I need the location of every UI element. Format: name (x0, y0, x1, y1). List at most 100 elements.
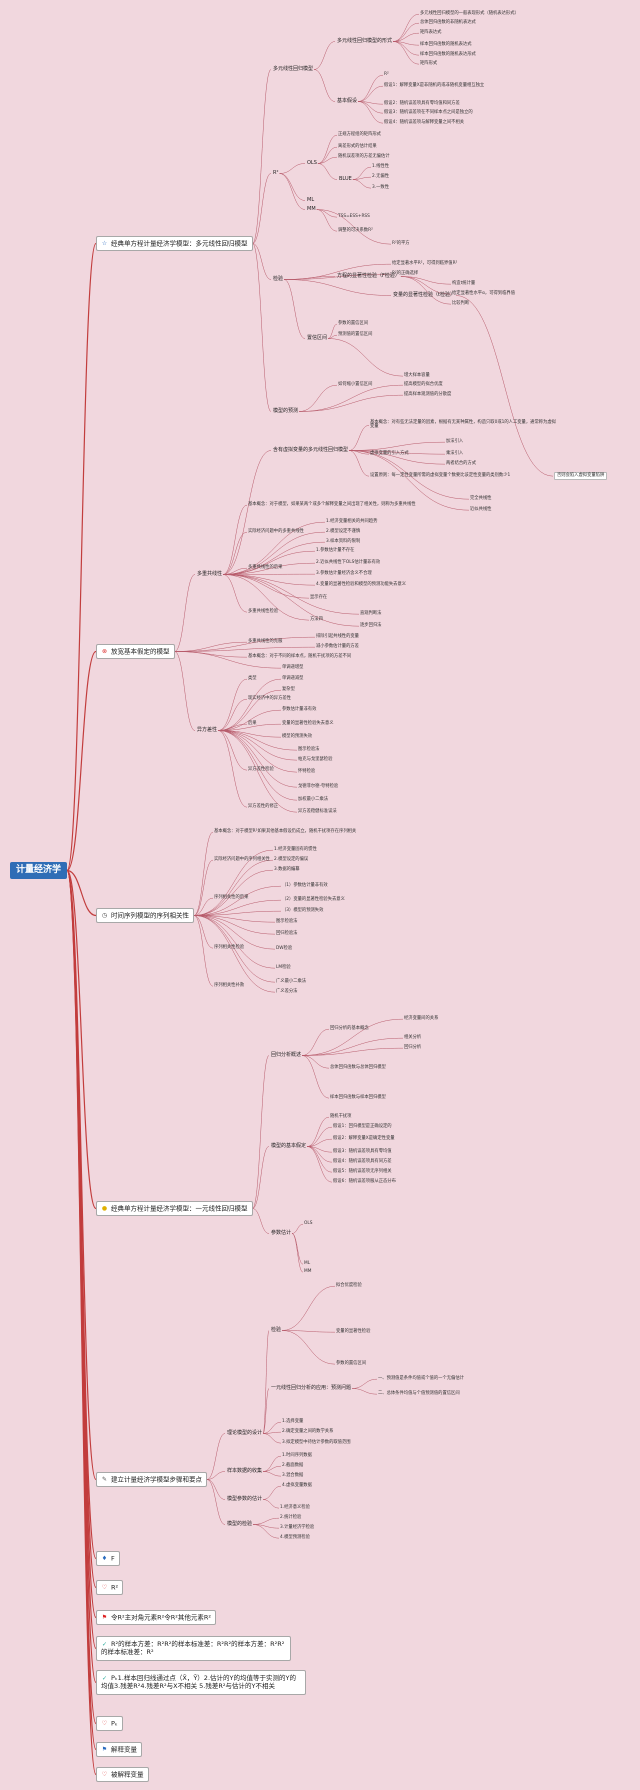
connector-line (223, 574, 310, 599)
node-multiple-regression-model[interactable]: 多元线性回归模型 (273, 66, 314, 72)
hetero-sub: 图示检验法 (298, 747, 320, 752)
connector-line (218, 730, 298, 761)
connector-line (193, 831, 214, 916)
connector-line (218, 730, 298, 801)
connector-line (223, 521, 326, 575)
est-item: OLS (304, 1221, 313, 1226)
node-model-assumptions[interactable]: 模型的基本假定 (271, 1143, 307, 1149)
node-regression-overview[interactable]: 回归分析概述 (271, 1052, 302, 1058)
node-model-check[interactable]: 模型的检验 (227, 1521, 253, 1527)
hetero-sub: 加权最小二乘法 (298, 797, 329, 802)
dummy-item: 设置原则：每一定性变量所需的虚拟变量个数要比该定性变量的类别数少1 (370, 473, 511, 478)
connector-line (263, 1431, 282, 1434)
connector-line (317, 156, 338, 164)
connector-line (263, 1433, 282, 1444)
branch-model-building-steps[interactable]: ✎建立计量经济学模型步骤和要点 (96, 1472, 207, 1487)
model-form-item: 多元线性回归模型的一般表现形式（随机表达形式） (420, 11, 519, 16)
branch-explanatory-variable[interactable]: ⚑解释变量 (96, 1742, 142, 1757)
root-node[interactable]: 计量经济学 (10, 862, 68, 879)
connector-line (217, 730, 248, 771)
hetero-sub: 异方差稳健标准误法 (298, 809, 337, 814)
connector-line (352, 179, 372, 189)
branch-r2[interactable]: ♡R² (96, 1580, 124, 1595)
connector-line (263, 1465, 282, 1472)
branch-pk[interactable]: ♡Pₖ (96, 1716, 123, 1731)
branch-relaxed-assumptions[interactable]: ⊗放宽基本假定的模型 (96, 644, 175, 659)
branch-explained-variable[interactable]: ♡被解释变量 (96, 1767, 149, 1782)
connector-line (253, 1517, 280, 1525)
node-r2[interactable]: R² (273, 170, 279, 176)
connector-line (393, 22, 420, 42)
branch-f[interactable]: ♦F (96, 1551, 120, 1566)
connector-line (223, 574, 360, 615)
f-item: TSS=ESS+RSS (338, 214, 370, 219)
connector-line (66, 650, 97, 872)
branch-ols-properties[interactable]: ✓Pₖ1.样本回归线通过点（X̄，Ȳ）2.估计的Y的均值等于实测的Y的均值3.残… (96, 1670, 306, 1695)
node-dummy-variable-model[interactable]: 含有虚拟变量的多元线性回归模型 (273, 447, 349, 453)
node-variable-significance[interactable]: 变量的显著性检验（t检验） (393, 292, 455, 298)
node-basic-assumptions[interactable]: 基本假设 (337, 98, 358, 104)
connector-line (222, 574, 248, 613)
branch-multiple-regression[interactable]: ☆经典单方程计量经济学模型：多元线性回归模型 (96, 236, 253, 251)
node-parameter-estimation[interactable]: 参数估计 (271, 1230, 292, 1236)
reg-item: 样本回归函数与样本回归模型 (330, 1095, 386, 1100)
model-form-item: 矩阵表达式 (420, 30, 442, 35)
node-confidence-interval[interactable]: 置信区间 (307, 335, 328, 341)
hetero-sub: 单调递增型 (282, 665, 304, 670)
f-item: 调整的可决系数R² (338, 228, 373, 233)
connector-line (299, 394, 404, 412)
node-test[interactable]: 检验 (273, 276, 284, 282)
connector-line (357, 74, 384, 102)
connector-line (302, 1037, 404, 1056)
serial-test: DW检验 (276, 946, 293, 951)
multicollinearity-sub: 2.近似共线性下OLS估计量非有效 (316, 560, 381, 565)
serial-effect: （2）变量的显著性检验失去意义 (282, 897, 345, 902)
connector-line (284, 263, 392, 280)
assumption-item: 假设3：随机误差项在不同样本点之间是独立的 (384, 110, 473, 115)
node-data-collection[interactable]: 样本数据的收集 (227, 1468, 263, 1474)
multicollinearity-sub: 3.样本资料的限制 (326, 539, 361, 544)
connector-line (262, 1330, 270, 1434)
node-blue[interactable]: BLUE (339, 176, 352, 182)
assumption-item: 假设2：随机误差项具有零均值和同方差 (384, 101, 460, 106)
branch-matrix-notation[interactable]: ⚑令R²主对角元素R²令R²其他元素R² (96, 1610, 216, 1625)
connector-line (217, 730, 248, 808)
node-mm[interactable]: MM (307, 206, 316, 212)
node-theory-design[interactable]: 理论模型的设计 (227, 1430, 263, 1436)
connector-line (206, 1479, 226, 1500)
node-ml[interactable]: ML (307, 197, 315, 203)
node-model-form[interactable]: 多元线性回归模型的形式 (337, 38, 393, 44)
assumption-item: 假设1：解释变量X是非随机的或非随机变量相互独立 (384, 83, 485, 88)
connector-line (193, 899, 282, 916)
connector-line (252, 173, 272, 244)
branch-sample-variance[interactable]: ✓R²的样本方差：R²R²的样本标准差：R²R²的样本方差：R²R²的样本标准差… (96, 1636, 291, 1661)
node-parameter-estimation-step[interactable]: 模型参数的估计 (227, 1496, 263, 1502)
connector-line (253, 1524, 280, 1539)
node-equation-significance[interactable]: 方程的显著性检验（F检验） (337, 273, 400, 279)
connector-line (66, 242, 97, 872)
node-multicollinearity[interactable]: 多重共线性 (197, 571, 223, 577)
connector-line (352, 176, 372, 180)
connector-line (306, 1146, 333, 1173)
branch-simple-regression[interactable]: ●经典单方程计量经济学模型：一元线性回归模型 (96, 1201, 253, 1216)
dummy-trap-note: 否则会陷入虚拟变量陷阱 (554, 472, 608, 481)
blue-item: 2.无偏性 (372, 174, 389, 179)
connector-line (193, 859, 214, 916)
ci-sub-item: 提高模型的拟合优度 (404, 382, 443, 387)
node-ols[interactable]: OLS (307, 160, 317, 166)
ci-sub-item: 增大样本容量 (404, 373, 430, 378)
node-heteroscedasticity[interactable]: 异方差性 (197, 727, 218, 733)
connector-line (193, 897, 214, 916)
node-prediction-problem[interactable]: 一元线性回归分析的应用：预测问题 (271, 1385, 352, 1391)
assumption: 假设6：随机误差项服从正态分布 (333, 1179, 396, 1184)
heart-icon: ♡ (101, 1584, 108, 1591)
node-simple-test[interactable]: 检验 (271, 1327, 282, 1333)
design-item: 3.拟定模型中待估计参数的取值范围 (282, 1440, 351, 1445)
node-prediction[interactable]: 模型的预测 (273, 408, 299, 414)
branch-serial-correlation[interactable]: ◷时间序列模型的序列相关性 (96, 908, 194, 923)
connector-line (282, 1285, 336, 1331)
connector-line (291, 1233, 304, 1273)
connector-line (349, 441, 446, 451)
serial-item: 序列相关性补救 (214, 983, 245, 988)
